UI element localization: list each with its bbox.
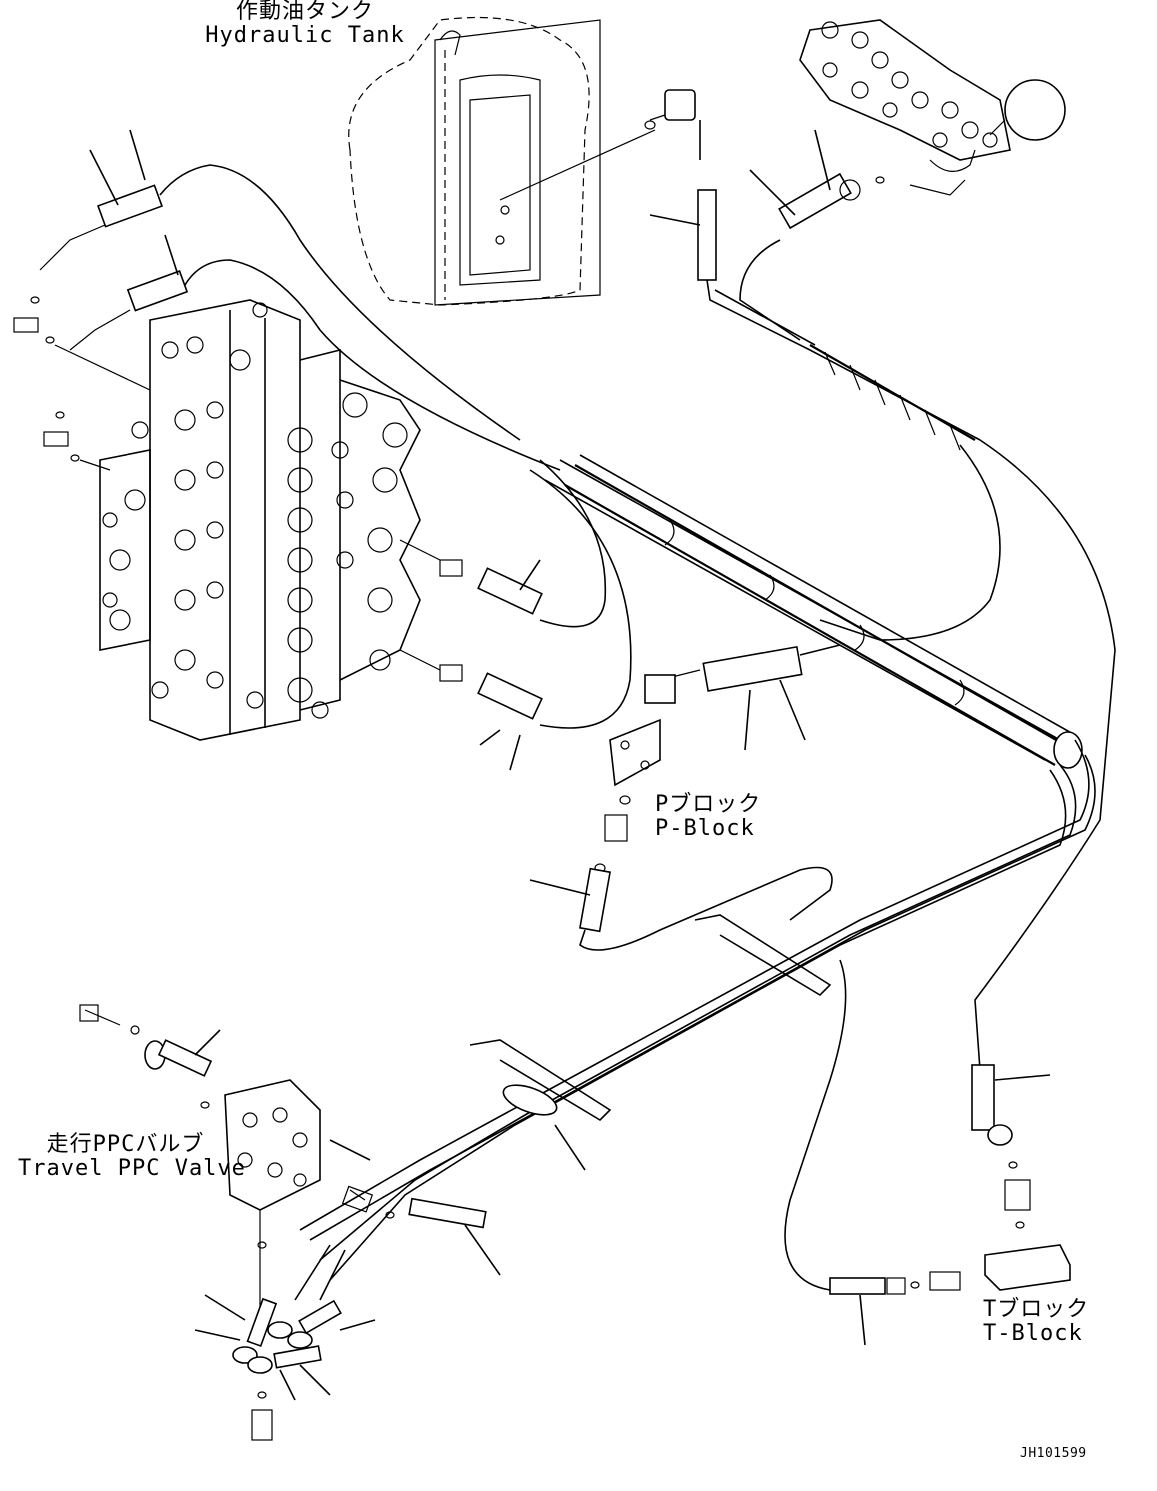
p-block-label: Pブロック P-Block [655,793,761,841]
upper-right-hoses [499,89,1116,1071]
control-valve [99,299,421,741]
t-block-label: Tブロック T-Block [983,1298,1089,1346]
hydraulic-tank [348,16,601,306]
ppc-valve-cluster [799,19,1066,196]
drawing-code: JH101599 [1020,1446,1087,1461]
p-block-label-jp: Pブロック [655,792,762,817]
p-block-area [399,459,841,951]
upper-left-hoses [13,129,561,471]
t-block-label-jp: Tブロック [983,1297,1090,1322]
travel-ppc-valve-label-jp: 走行PPCバルブ [46,1132,205,1157]
t-block-area [784,959,1071,1346]
main-hose-bundle [299,454,1096,1281]
travel-hose-fittings [194,1139,501,1401]
hose-clamps [469,914,832,1171]
hydraulic-tank-label: 作動油タンク Hydraulic Tank [205,0,405,48]
p-block-label-en: P-Block [655,816,755,841]
travel-ppc-valve-label: 走行PPCバルブ Travel PPC Valve [18,1132,246,1181]
travel-ppc-valve [79,1004,321,1441]
t-block-label-en: T-Block [983,1321,1083,1346]
hydraulic-tank-label-en: Hydraulic Tank [205,23,405,48]
hydraulic-tank-label-jp: 作動油タンク [235,0,374,24]
travel-ppc-valve-label-en: Travel PPC Valve [18,1156,246,1181]
